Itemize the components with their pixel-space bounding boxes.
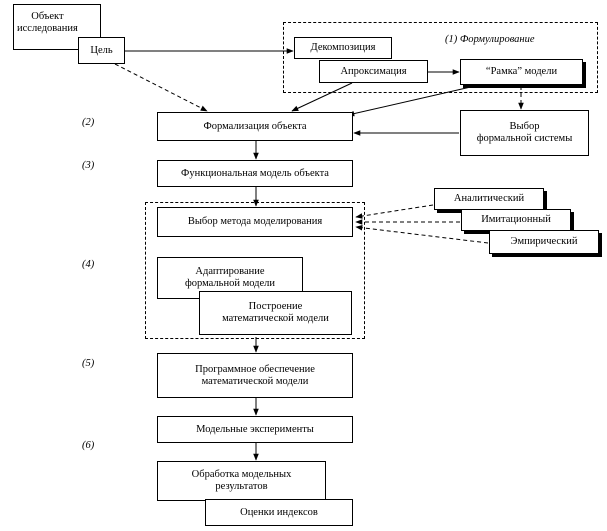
- dashed-arrow-empirical-to-method: [355, 224, 489, 244]
- node-software: Программное обеспечение математической м…: [157, 353, 353, 398]
- node-index-evaluation: Оценки индексов: [205, 499, 353, 526]
- node-formal-system-choice: Выбор формальной системы: [460, 110, 589, 156]
- node-imitation: Имитационный: [461, 209, 571, 231]
- node-goal: Цель: [78, 37, 125, 64]
- node-model-frame: “Рамка” модели: [460, 59, 583, 85]
- stage-label-3: (3): [82, 160, 95, 171]
- node-decomposition: Декомпозиция: [294, 37, 392, 59]
- dashed-arrow-goal-to-formalization: [114, 63, 208, 112]
- node-empirical: Эмпирический: [489, 230, 599, 254]
- node-analytical: Аналитический: [434, 188, 544, 210]
- node-results-processing: Обработка модельных результатов: [157, 461, 326, 501]
- stage-label-formulation: (1) Формулирование: [445, 34, 535, 45]
- modeling-group-frame: [145, 202, 365, 339]
- node-approximation: Апроксимация: [319, 60, 428, 83]
- node-functional-model: Функциональная модель объекта: [157, 160, 353, 187]
- node-build-math-model: Построение математической модели: [199, 291, 352, 335]
- node-research-object: Объект исследования: [13, 4, 101, 50]
- formulation-group-frame: [283, 22, 598, 93]
- stage-label-2: (2): [82, 117, 95, 128]
- node-model-experiments: Модельные эксперименты: [157, 416, 353, 443]
- node-formalization: Формализация объекта: [157, 112, 353, 141]
- arrow-approximation-to-formalization: [291, 82, 353, 112]
- node-method-choice: Выбор метода моделирования: [157, 207, 353, 237]
- stage-label-6: (6): [82, 440, 95, 451]
- arrow-frame-to-formalization: [347, 85, 476, 117]
- stage-label-5: (5): [82, 358, 95, 369]
- stage-label-4: (4): [82, 259, 95, 270]
- dashed-arrow-analytical-to-method: [355, 204, 434, 219]
